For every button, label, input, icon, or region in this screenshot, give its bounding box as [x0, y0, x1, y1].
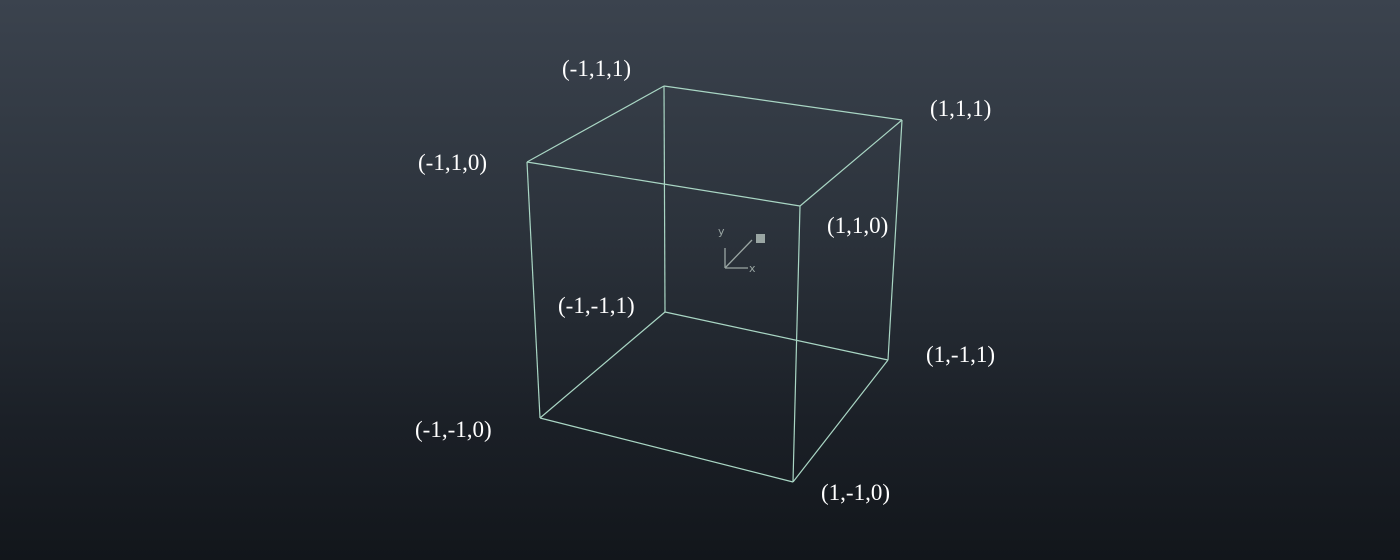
cube-edge	[663, 85, 666, 313]
cube-edge	[526, 161, 801, 207]
cube-edge	[526, 85, 665, 163]
cube-edge	[663, 85, 903, 121]
axis-gizmo: y x	[718, 225, 765, 275]
cube-edge	[792, 205, 801, 483]
vertex-label-v011: (-1,1,1)	[562, 56, 631, 81]
cube-wireframe	[526, 85, 903, 483]
axis-handle-icon	[756, 234, 765, 243]
x-axis-label: x	[749, 262, 756, 275]
cube-edge	[664, 311, 889, 361]
cube-edge	[792, 359, 889, 483]
cube-edge	[539, 417, 794, 483]
vertex-label-v110: (1,1,0)	[827, 213, 888, 238]
z-axis-line	[724, 239, 753, 269]
cube-edge	[799, 119, 903, 207]
y-axis-label: y	[718, 225, 725, 238]
cube-edge	[539, 311, 666, 419]
vertex-label-v010: (-1,1,0)	[418, 150, 487, 175]
vertex-label-v100: (1,-1,0)	[821, 480, 890, 505]
cube-edge	[526, 161, 541, 419]
vertex-labels: (-1,-1,0) (1,-1,0) (1,1,0) (-1,1,0) (-1,-1,1…	[415, 56, 995, 505]
cube-edge	[887, 119, 903, 361]
vertex-label-v000: (-1,-1,0)	[415, 417, 492, 442]
vertex-label-v001: (-1,-1,1)	[558, 293, 635, 318]
vertex-label-v111: (1,1,1)	[930, 96, 991, 121]
vertex-label-v101: (1,-1,1)	[926, 342, 995, 367]
